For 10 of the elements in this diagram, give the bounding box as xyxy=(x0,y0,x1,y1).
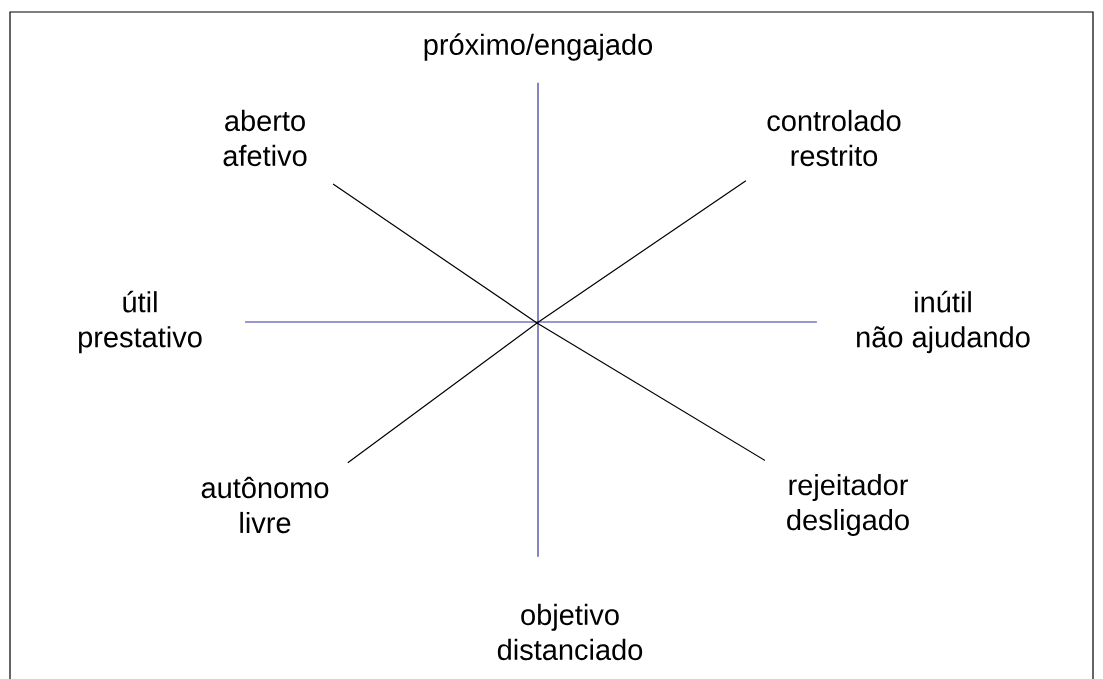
axis-label: autônomo livre xyxy=(201,476,329,534)
axis-label: controlado restrito xyxy=(767,109,901,167)
axis-label: rejeitador desligado xyxy=(787,473,909,536)
axis-label: aberto afetivo xyxy=(223,109,307,167)
axis-line xyxy=(537,82,539,558)
axis-line xyxy=(244,321,818,323)
axis-label: próximo/engajado xyxy=(424,33,652,61)
axis-label: objetivo distanciado xyxy=(497,603,643,661)
axis-label: inútil não ajudando xyxy=(857,290,1030,354)
axis-label: útil prestativo xyxy=(79,290,202,354)
